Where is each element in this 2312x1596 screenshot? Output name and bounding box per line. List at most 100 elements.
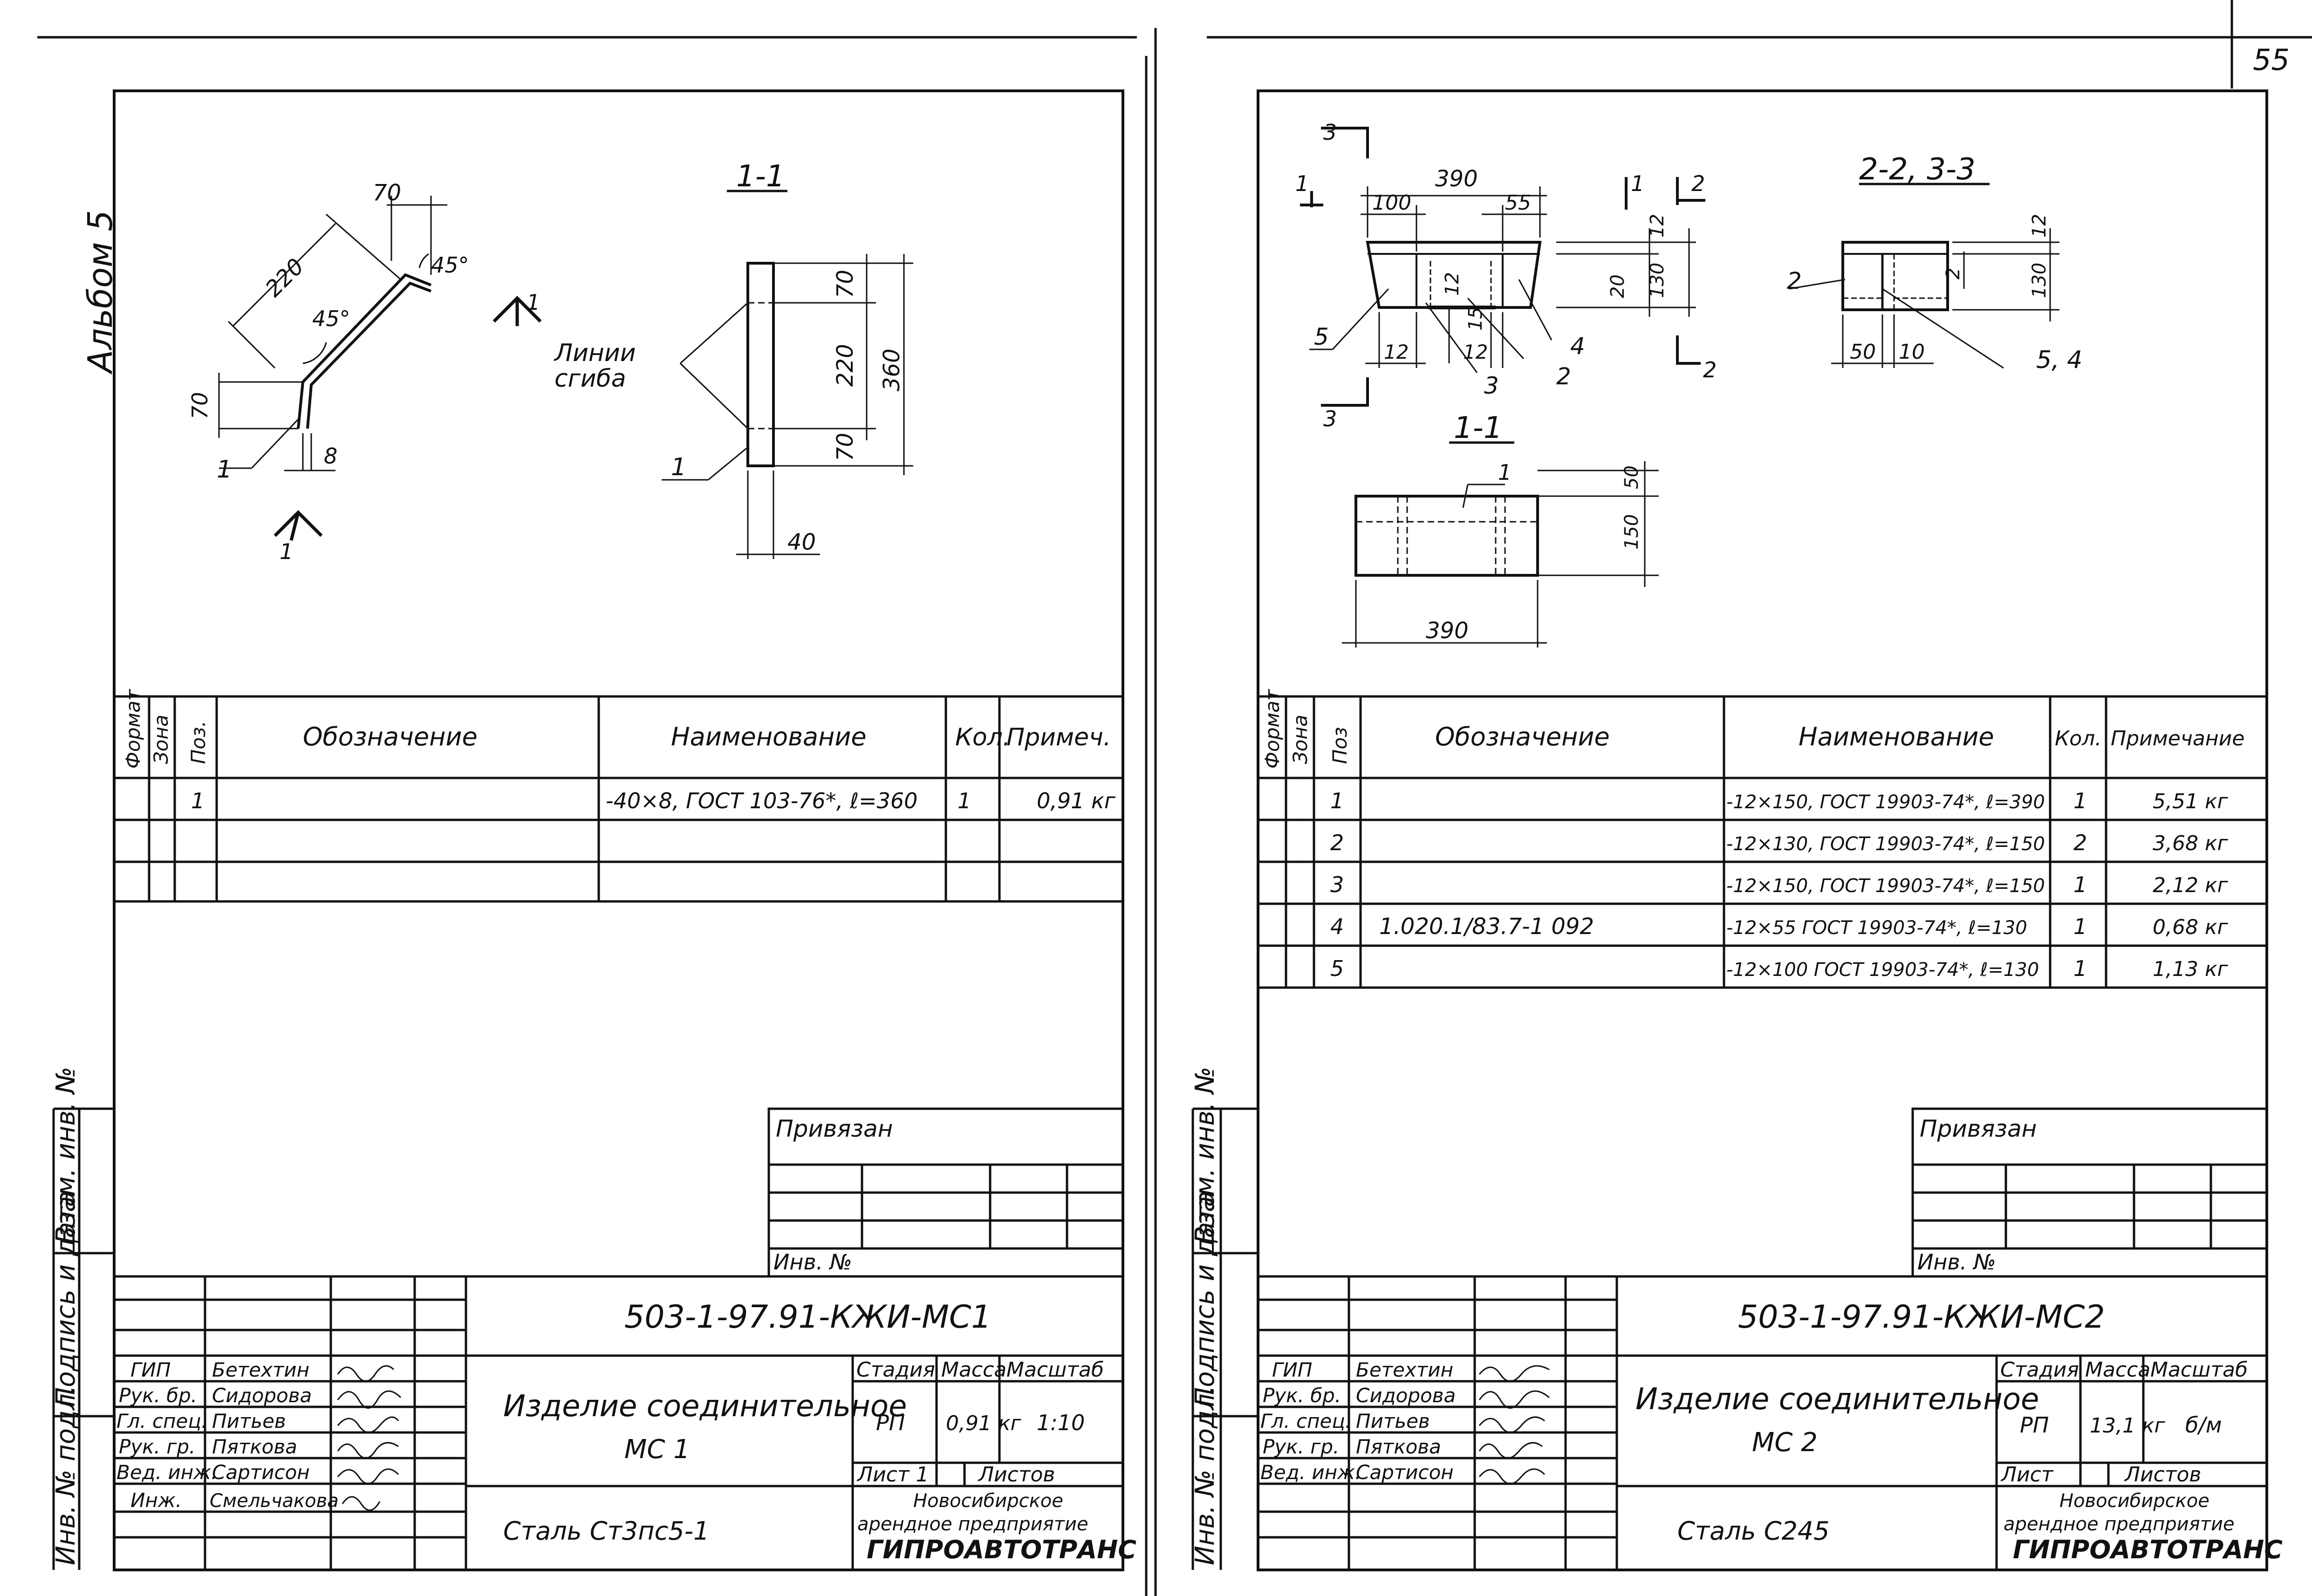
table-header-pos: Поз bbox=[1328, 727, 1351, 764]
row-note: 3,68 кг bbox=[2153, 832, 2229, 855]
row-pos: 4 bbox=[1330, 914, 1344, 939]
stage-value: РП bbox=[876, 1410, 905, 1435]
sheet-1: Взам. инв. № Подпись и дата Инв. № подл. bbox=[51, 89, 1136, 1571]
bend-lines-label: Линии bbox=[554, 339, 636, 367]
org-name: ГИПРОАВТОТРАНС bbox=[867, 1535, 1136, 1564]
role: ГИП bbox=[130, 1358, 171, 1381]
org-name: арендное предприятие bbox=[2004, 1514, 2235, 1535]
roles-column-1: ГИП Рук. бр. Гл. спец. Рук. гр. Вед. инж… bbox=[116, 1358, 217, 1512]
dim: 50 bbox=[1850, 340, 1876, 364]
section-label: 1-1 bbox=[1454, 411, 1503, 445]
stamp-podpis-data: Подпись и дата bbox=[1190, 1191, 1220, 1407]
cut-mark-label: 1 bbox=[280, 539, 293, 564]
stamp-vzam-inv: Взам. инв. № bbox=[1190, 1067, 1220, 1244]
row-qty: 1 bbox=[2073, 788, 2087, 813]
privyazan-label: Привязан bbox=[776, 1115, 893, 1142]
section-1-1-plan-view bbox=[1342, 441, 1659, 648]
spec-table-1-grid bbox=[114, 695, 1123, 903]
handwritten-signatures-1 bbox=[337, 1365, 402, 1511]
person-name: Пяткова bbox=[1356, 1435, 1441, 1458]
row-pos: 3 bbox=[1330, 872, 1344, 897]
role: Вед. инж. bbox=[116, 1461, 217, 1484]
title-block-2 bbox=[1258, 1275, 2267, 1570]
stage-value: РП bbox=[2020, 1412, 2049, 1438]
dim: 390 bbox=[1426, 618, 1469, 644]
role: Инж. bbox=[130, 1489, 182, 1512]
dim: 130 bbox=[1647, 263, 1668, 298]
dim: 12 bbox=[1647, 214, 1668, 238]
dim: 220 bbox=[832, 344, 858, 387]
angle-label: 45° bbox=[312, 306, 350, 331]
item-code: МС 1 bbox=[624, 1434, 690, 1465]
cut-mark-label: 1 bbox=[1631, 171, 1644, 196]
dim: 220 bbox=[260, 253, 309, 302]
dim: 15 bbox=[1465, 307, 1486, 331]
stage-header: Стадия bbox=[2000, 1358, 2079, 1382]
table-row: 1 -12×150, ГОСТ 19903-74*, ℓ=390 1 5,51 … bbox=[1330, 788, 2229, 813]
dim: 150 bbox=[1621, 514, 1642, 550]
item-name: Изделие соединительное bbox=[1635, 1382, 2039, 1417]
table-header-zone: Зона bbox=[150, 715, 172, 764]
dim: 70 bbox=[832, 270, 858, 298]
cut-mark-label: 3 bbox=[1323, 406, 1337, 431]
row-qty: 1 bbox=[2073, 914, 2087, 939]
page-number: 55 bbox=[2253, 43, 2290, 77]
table-header-designation: Обозначение bbox=[303, 722, 478, 751]
table-header-qty: Кол. bbox=[955, 723, 1011, 751]
dim: 70 bbox=[832, 433, 858, 461]
item-name: Изделие соединительное bbox=[503, 1389, 907, 1424]
row-name: -12×130, ГОСТ 19903-74*, ℓ=150 bbox=[1726, 833, 2045, 855]
position-marker: 1 bbox=[1498, 460, 1512, 485]
sheets-total: Листов bbox=[2124, 1463, 2201, 1487]
table-header-format: Формат bbox=[1261, 689, 1284, 769]
dim: 360 bbox=[879, 348, 905, 391]
stamp-podpis-data: Подпись и дата bbox=[51, 1191, 81, 1407]
dim: 55 bbox=[1505, 191, 1531, 215]
person-name: Пяткова bbox=[212, 1435, 297, 1458]
person-name: Питьев bbox=[1356, 1410, 1430, 1432]
person-name: Бетехтин bbox=[1356, 1358, 1453, 1381]
role: Рук. гр. bbox=[1263, 1435, 1339, 1458]
row-note: 0,68 кг bbox=[2153, 915, 2229, 939]
side-stamp-2 bbox=[1191, 1107, 1258, 1570]
cut-mark-label: 2 bbox=[1703, 357, 1717, 382]
position-marker: 2 bbox=[1787, 267, 1802, 294]
row-name: -40×8, ГОСТ 103-76*, ℓ=360 bbox=[606, 788, 917, 813]
person-name: Сартисон bbox=[1356, 1461, 1454, 1484]
org-name: арендное предприятие bbox=[857, 1514, 1088, 1535]
position-marker: 3 bbox=[1484, 372, 1499, 399]
bend-lines-label: сгиба bbox=[554, 365, 626, 393]
sheet-2: Взам. инв. № Подпись и дата Инв. № подл. bbox=[1190, 89, 2283, 1571]
plan-view bbox=[1300, 127, 1705, 407]
role: Рук. бр. bbox=[119, 1384, 197, 1407]
role: Вед. инж. bbox=[1260, 1461, 1361, 1484]
table-header-qty: Кол. bbox=[2055, 727, 2101, 750]
role: ГИП bbox=[1272, 1358, 1312, 1381]
row-pos: 1 bbox=[1330, 788, 1344, 813]
handwritten-signatures-2 bbox=[1478, 1365, 1550, 1485]
privyazan-label: Привязан bbox=[1920, 1115, 2037, 1142]
section-1-1-view bbox=[662, 190, 913, 559]
dim: 70 bbox=[187, 392, 212, 419]
row-note: 0,91 кг bbox=[1037, 788, 1116, 813]
section-label: 2-2, 3-3 bbox=[1859, 152, 1976, 187]
dim: 100 bbox=[1372, 191, 1411, 215]
row-pos: 1 bbox=[191, 788, 205, 813]
dim: 12 bbox=[1463, 341, 1488, 363]
cut-mark-label: 3 bbox=[1323, 120, 1337, 145]
row-note: 2,12 кг bbox=[2153, 873, 2229, 897]
side-stamp-1 bbox=[52, 1107, 114, 1570]
page-frame bbox=[37, 0, 2312, 1596]
scale-header: Масштаб bbox=[2150, 1358, 2248, 1382]
table-row: 3 -12×150, ГОСТ 19903-74*, ℓ=150 1 2,12 … bbox=[1330, 872, 2229, 897]
section-2-2-view bbox=[1789, 183, 2059, 369]
table-header-name: Наименование bbox=[1799, 722, 1994, 751]
dim: 8 bbox=[324, 443, 337, 469]
person-name: Бетехтин bbox=[212, 1358, 309, 1381]
scale-header: Масштаб bbox=[1006, 1358, 1104, 1382]
position-marker: 5, 4 bbox=[2036, 346, 2082, 374]
dim: 10 bbox=[1899, 340, 1925, 364]
role: Гл. спец. bbox=[116, 1410, 207, 1432]
sheet-number: Лист 1 bbox=[856, 1463, 929, 1487]
person-name: Смельчакова bbox=[210, 1490, 339, 1512]
